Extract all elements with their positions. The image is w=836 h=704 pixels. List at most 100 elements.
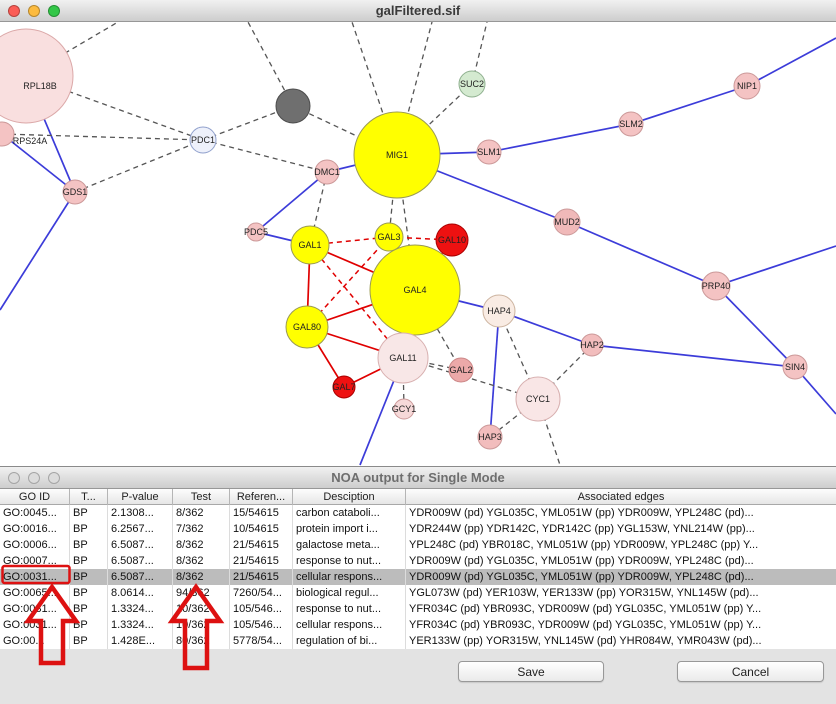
node-MUD2[interactable]: MUD2	[553, 208, 581, 236]
close-button[interactable]	[8, 472, 20, 484]
cell-associated-edges: YDR009W (pd) YGL035C, YML051W (pp) YDR00…	[409, 507, 754, 519]
edge-PDC1-N1[interactable]	[202, 105, 294, 141]
column-header-referen[interactable]: Referen...	[230, 489, 293, 505]
node-CYC1[interactable]: CYC1	[515, 376, 561, 422]
column-header-t[interactable]: T...	[70, 489, 108, 505]
close-button[interactable]	[8, 5, 20, 17]
column-header-test[interactable]: Test	[173, 489, 230, 505]
cell-description: cellular respons...	[293, 569, 406, 585]
node-GDS1[interactable]: GDS1	[62, 179, 88, 205]
edge-CYC1-HAP4[interactable]	[498, 310, 539, 400]
cell-p-value: 6.5087...	[108, 553, 173, 569]
column-header-desciption[interactable]: Desciption	[293, 489, 406, 505]
save-button[interactable]: Save	[458, 661, 604, 682]
column-header-p-value[interactable]: P-value	[108, 489, 173, 505]
cell-associated-edges: YFR034C (pd) YBR093C, YDR009W (pd) YGL03…	[409, 619, 762, 631]
edge-HAP2-SIN4[interactable]	[591, 344, 796, 368]
edge-PRP40-offscreen[interactable]	[715, 245, 836, 287]
cell-type: BP	[70, 601, 108, 617]
node-NIP1[interactable]: NIP1	[733, 72, 761, 100]
node-PDC5[interactable]: PDC5	[244, 222, 268, 242]
node-PDC1[interactable]: PDC1	[189, 126, 217, 154]
column-header-go-id[interactable]: GO ID	[0, 489, 70, 505]
edge-NIP1-offscreen[interactable]	[746, 37, 836, 87]
cell-type: BP	[70, 617, 108, 633]
edge-SLM2-NIP1[interactable]	[630, 85, 748, 125]
node-SLM1[interactable]: SLM1	[476, 139, 502, 165]
node-N1[interactable]	[275, 88, 311, 124]
node-DMC1[interactable]: DMC1	[314, 159, 340, 185]
cell-test: 8/362	[173, 569, 230, 585]
edge-GDS1-offscreen[interactable]	[0, 191, 76, 311]
cell-description: biological regul...	[293, 585, 406, 601]
node-SUC2[interactable]: SUC2	[458, 70, 486, 98]
edge-MIG1-offscreen[interactable]	[351, 22, 398, 156]
node-GCY1[interactable]: GCY1	[392, 398, 417, 420]
node-GAL1[interactable]: GAL1	[290, 225, 330, 265]
edge-RPS24A-PDC1[interactable]	[1, 133, 204, 141]
noa-window-titlebar[interactable]: NOA output for Single Mode	[0, 467, 836, 489]
zoom-button[interactable]	[48, 472, 60, 484]
cell-p-value: 1.3324...	[108, 601, 173, 617]
zoom-button[interactable]	[48, 5, 60, 17]
network-window-titlebar[interactable]: galFiltered.sif	[0, 0, 836, 22]
cell-test: 8/362	[173, 553, 230, 569]
minimize-button[interactable]	[28, 5, 40, 17]
node-label-MUD2: MUD2	[554, 217, 580, 227]
node-PRP40[interactable]: PRP40	[701, 271, 731, 301]
cell-reference: 105/546...	[230, 617, 293, 633]
node-label-MIG1: MIG1	[386, 150, 408, 160]
node-MIG1[interactable]: MIG1	[353, 111, 441, 199]
node-GAL4[interactable]: GAL4	[369, 244, 461, 336]
column-header-associated-edges[interactable]: Associated edges	[577, 491, 665, 503]
node-SLM2[interactable]: SLM2	[618, 111, 644, 137]
edge-N1-MIG1[interactable]	[292, 105, 398, 156]
edge-GAL4-GAL2[interactable]	[414, 289, 462, 371]
edge-PDC5-DMC1[interactable]	[255, 171, 328, 233]
edge-GDS1-PDC1[interactable]	[74, 139, 204, 193]
node-HAP2[interactable]: HAP2	[580, 333, 604, 357]
cell-go-id: GO:0065...	[0, 585, 70, 601]
node-GAL10[interactable]: GAL10	[435, 223, 469, 257]
cell-p-value: 6.2567...	[108, 521, 173, 537]
cell-description: response to nut...	[293, 553, 406, 569]
node-GAL11[interactable]: GAL11	[377, 332, 429, 384]
edge-HAP4-HAP2[interactable]	[498, 310, 593, 346]
node-HAP4[interactable]: HAP4	[482, 294, 516, 328]
edge-MUD2-PRP40[interactable]	[566, 221, 717, 287]
node-GAL7[interactable]: GAL7	[332, 375, 356, 399]
node-GAL2[interactable]: GAL2	[448, 357, 474, 383]
cell-p-value: 8.0614...	[108, 585, 173, 601]
node-label-HAP2: HAP2	[580, 340, 604, 350]
edge-PRP40-SIN4[interactable]	[715, 285, 796, 368]
node-GAL3[interactable]: GAL3	[374, 222, 404, 252]
node-SIN4[interactable]: SIN4	[782, 354, 808, 380]
edge-RPS24A-GDS1[interactable]	[1, 133, 76, 193]
node-label-RPS24A: RPS24A	[13, 136, 48, 146]
minimize-button[interactable]	[28, 472, 40, 484]
cancel-button[interactable]: Cancel	[677, 661, 824, 682]
cell-reference: 21/54615	[230, 553, 293, 569]
cell-go-id: GO:0007...	[0, 553, 70, 569]
cell-reference: 15/54615	[230, 505, 293, 521]
edge-N1-offscreen[interactable]	[247, 22, 294, 107]
edge-HAP4-HAP3[interactable]	[489, 310, 500, 438]
edge-PDC1-DMC1[interactable]	[202, 139, 328, 173]
node-HAP3[interactable]: HAP3	[477, 424, 503, 450]
edge-GAL11-CYC1[interactable]	[402, 357, 539, 400]
edge-SLM1-SLM2[interactable]	[488, 123, 632, 153]
node-GAL80[interactable]: GAL80	[285, 305, 329, 349]
node-RPS24A[interactable]: RPS24A	[0, 121, 48, 147]
node-RPL18B[interactable]: RPL18B	[0, 28, 74, 124]
